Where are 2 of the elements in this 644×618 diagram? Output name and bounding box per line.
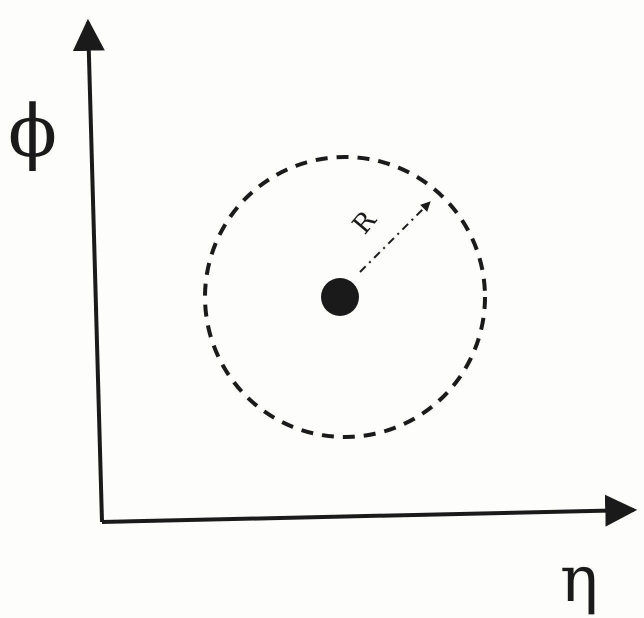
radius-label: R: [348, 207, 382, 239]
axis-label: η: [560, 548, 598, 612]
